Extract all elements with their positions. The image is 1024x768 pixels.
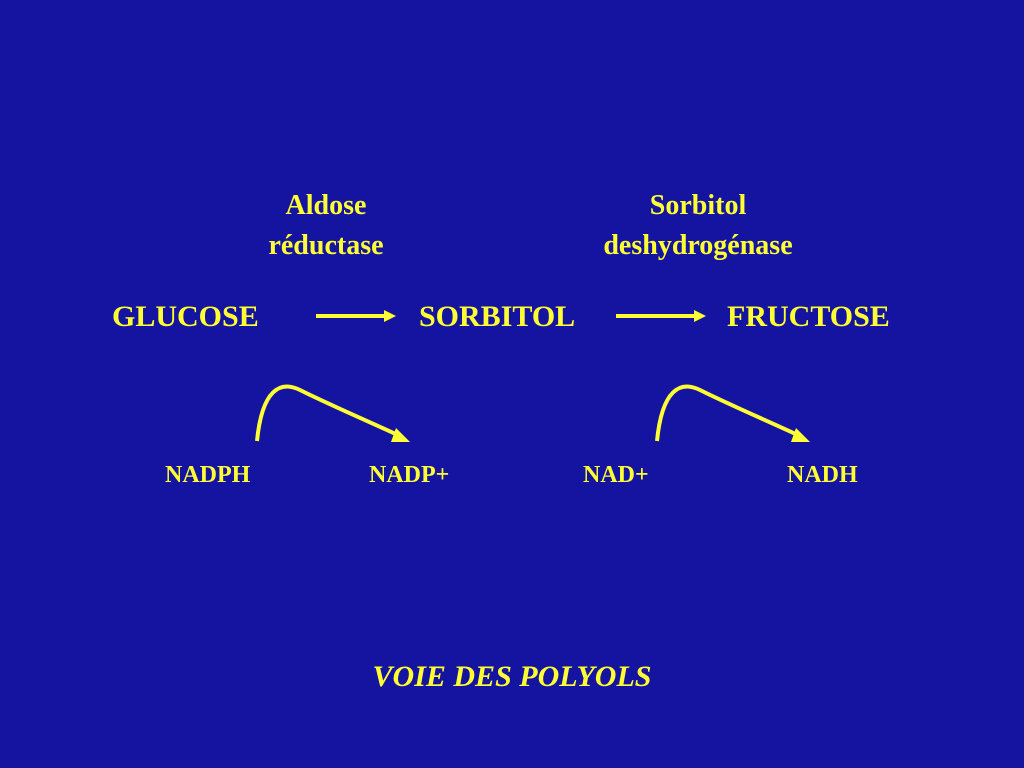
enzyme-aldose-reductase-line2: réductase [268, 230, 384, 261]
cofactor-nad-plus: NAD+ [583, 462, 649, 488]
cofactor-nadh: NADH [787, 462, 858, 488]
compound-sorbitol: SORBITOL [419, 300, 576, 333]
enzyme-sorbitol-deshydrogenase-line2: deshydrogénase [603, 230, 793, 261]
arrow-nadph-to-nadp [255, 384, 410, 442]
cofactor-nadp-plus: NADP+ [369, 462, 450, 488]
enzyme-sorbitol-deshydrogenase: Sorbitol deshydrogénase [568, 186, 828, 266]
enzyme-aldose-reductase: Aldose réductase [226, 186, 426, 266]
slide-caption: VOIE DES POLYOLS [372, 660, 652, 693]
arrow-glucose-to-sorbitol [316, 310, 396, 322]
enzyme-aldose-reductase-line1: Aldose [285, 190, 367, 221]
enzyme-sorbitol-deshydrogenase-line1: Sorbitol [649, 190, 747, 221]
arrow-sorbitol-to-fructose [616, 310, 706, 322]
arrow-nad-to-nadh [655, 384, 810, 442]
cofactor-nadph: NADPH [165, 462, 251, 488]
compound-glucose: GLUCOSE [112, 300, 259, 333]
compound-fructose: FRUCTOSE [727, 300, 890, 333]
